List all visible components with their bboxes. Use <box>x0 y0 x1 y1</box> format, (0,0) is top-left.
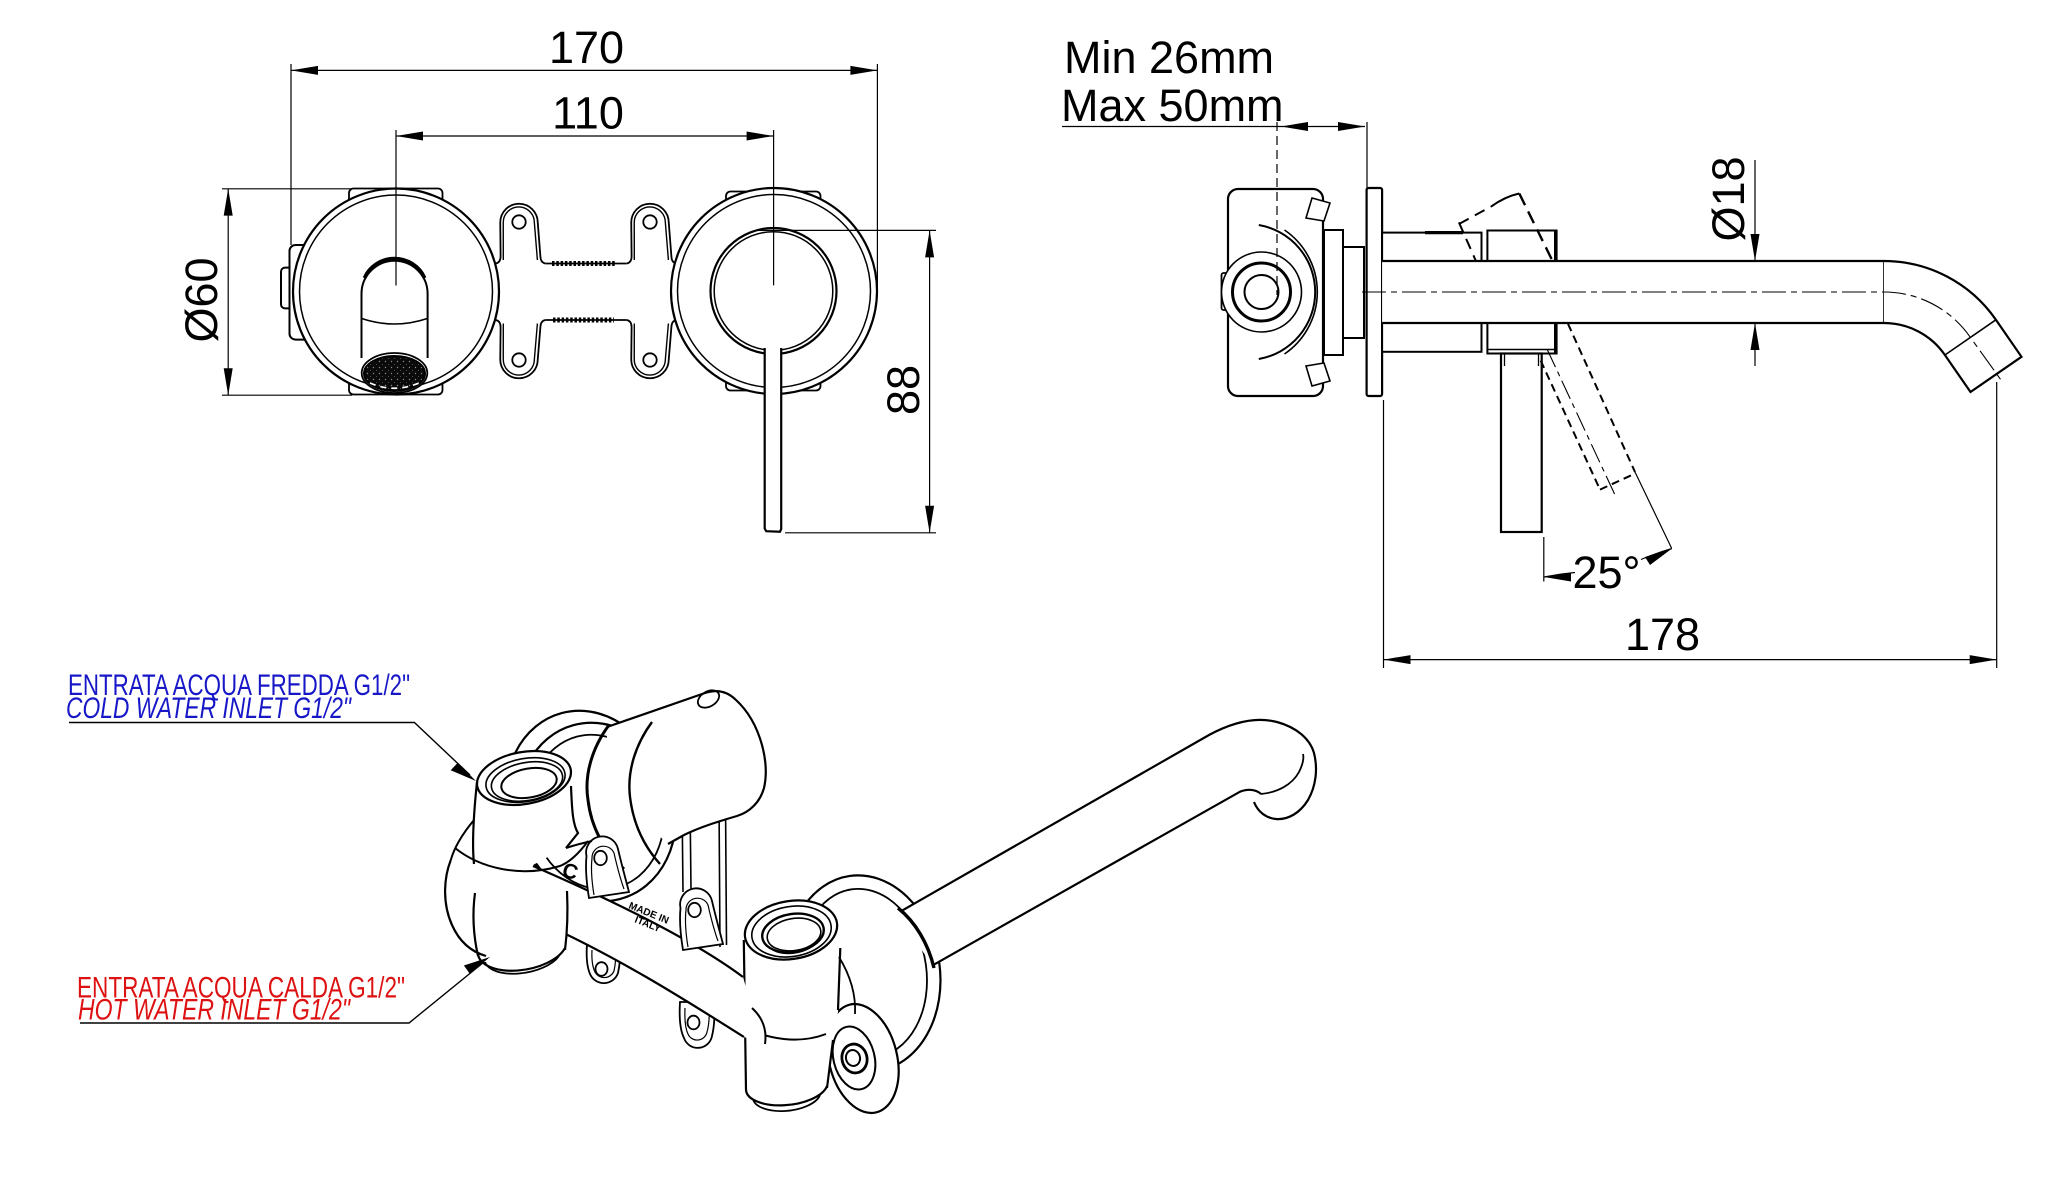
svg-text:ENTRATA ACQUA FREDDA G1/2": ENTRATA ACQUA FREDDA G1/2" <box>68 669 410 702</box>
svg-text:ENTRATA ACQUA CALDA G1/2": ENTRATA ACQUA CALDA G1/2" <box>77 972 405 1005</box>
svg-text:COLD WATER INLET G1/2": COLD WATER INLET G1/2" <box>66 692 352 725</box>
svg-text:Ø18: Ø18 <box>1703 156 1754 241</box>
svg-text:178: 178 <box>1625 609 1700 660</box>
svg-text:110: 110 <box>552 88 624 139</box>
svg-text:Ø60: Ø60 <box>176 257 227 342</box>
svg-text:88: 88 <box>878 365 929 415</box>
svg-text:Min 26mm: Min 26mm <box>1064 32 1274 83</box>
svg-text:25°: 25° <box>1572 547 1640 598</box>
svg-text:C: C <box>560 859 581 885</box>
svg-text:Max 50mm: Max 50mm <box>1061 80 1284 131</box>
svg-text:HOT WATER INLET G1/2": HOT WATER INLET G1/2" <box>78 994 351 1027</box>
svg-text:170: 170 <box>549 22 624 73</box>
